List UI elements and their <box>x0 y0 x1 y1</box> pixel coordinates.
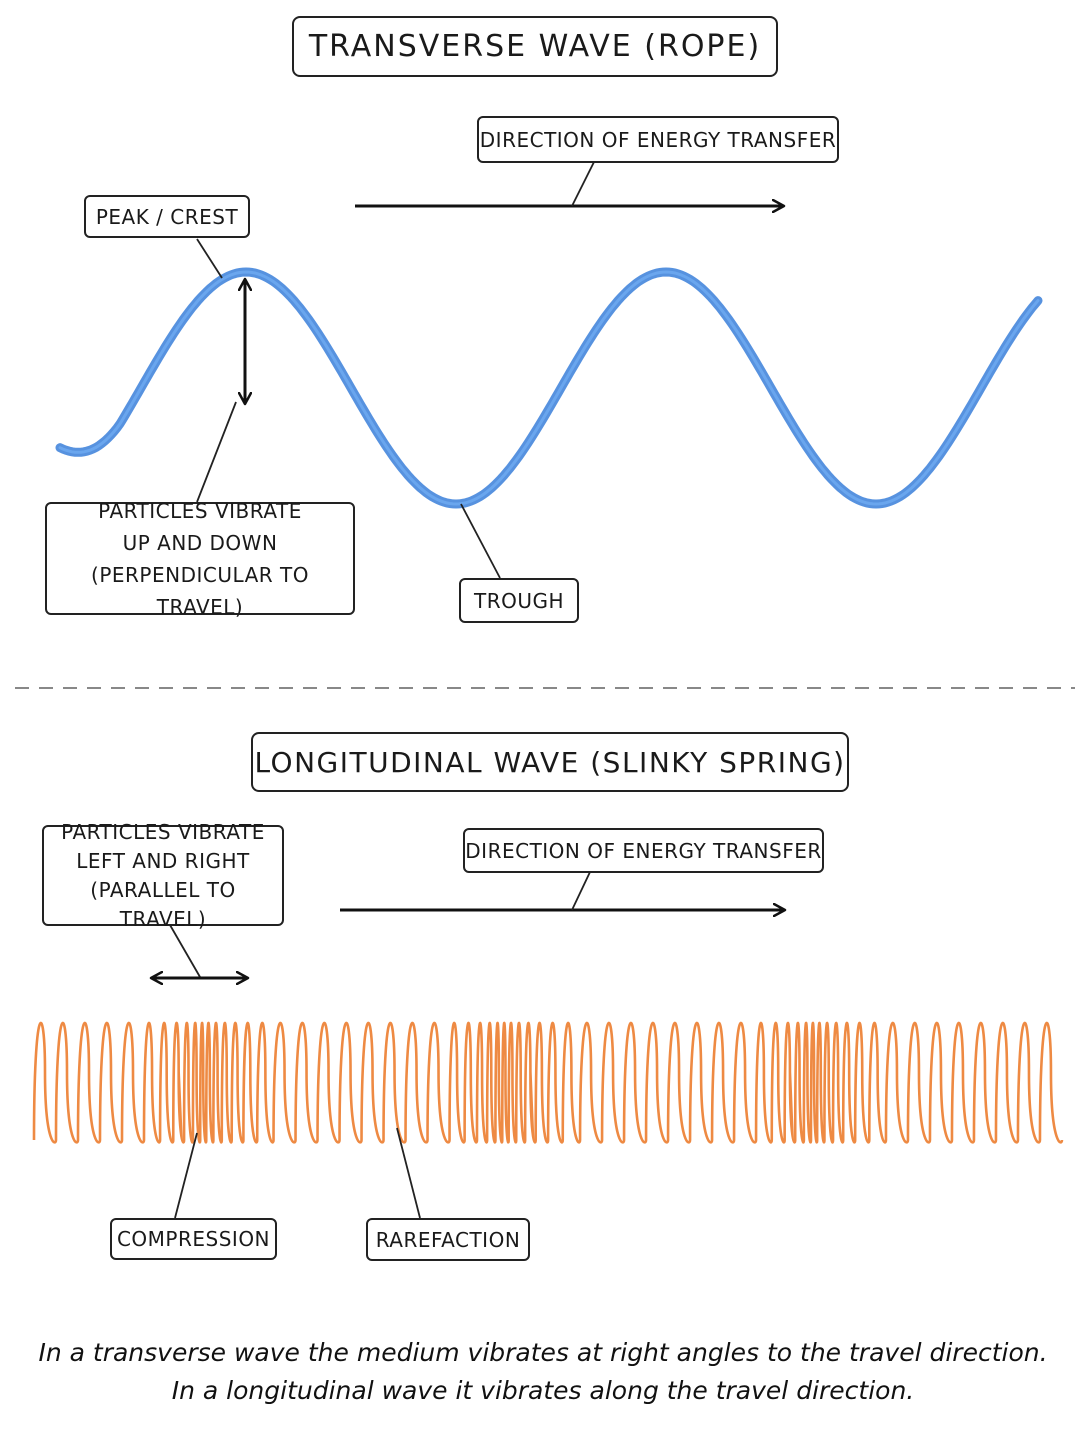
trough-leader <box>460 503 501 579</box>
transverse-energy-leader <box>571 161 595 207</box>
longitudinal-vibrate-line-2: LEFT AND RIGHT <box>76 848 250 873</box>
transverse-title: TRANSVERSE WAVE (ROPE) <box>292 16 778 77</box>
vibrate-label-line-1: PARTICLES VIBRATE <box>98 498 302 523</box>
vibrate-label-line-2: UP AND DOWN <box>122 530 278 555</box>
peak-leader <box>196 238 223 279</box>
transverse-wave <box>55 267 1043 509</box>
longitudinal-vibrate-line-1: PARTICLES VIBRATE <box>61 819 265 844</box>
longitudinal-energy-leader <box>571 871 591 911</box>
slinky-spring <box>32 1021 1064 1144</box>
compression-label: COMPRESSION <box>110 1218 277 1260</box>
trough-label: TROUGH <box>459 578 579 623</box>
vibrate-leader <box>196 401 237 503</box>
longitudinal-energy-label: DIRECTION OF ENERGY TRANSFER <box>463 828 824 873</box>
rarefaction-leader <box>396 1127 421 1219</box>
transverse-energy-label: DIRECTION OF ENERGY TRANSFER <box>477 116 839 163</box>
caption-line-2: In a longitudinal wave it vibrates along… <box>171 1376 915 1405</box>
compression-leader <box>174 1132 198 1219</box>
caption-line-1: In a transverse wave the medium vibrates… <box>38 1338 1048 1367</box>
vibrate-label-line-3: (PERPENDICULAR TO TRAVEL) <box>91 562 309 619</box>
longitudinal-vibrate-label: PARTICLES VIBRATE LEFT AND RIGHT (PARALL… <box>42 820 284 931</box>
longitudinal-title: LONGITUDINAL WAVE (SLINKY SPRING) <box>251 732 849 792</box>
rarefaction-label: RAREFACTION <box>366 1218 530 1261</box>
longitudinal-vibrate-line-3: (PARALLEL TO TRAVEL) <box>90 877 236 931</box>
longitudinal-vibrate-leader <box>169 924 201 978</box>
peak-label: PEAK / CREST <box>84 195 250 238</box>
vibrate-label: PARTICLES VIBRATE UP AND DOWN (PERPENDIC… <box>45 499 355 619</box>
